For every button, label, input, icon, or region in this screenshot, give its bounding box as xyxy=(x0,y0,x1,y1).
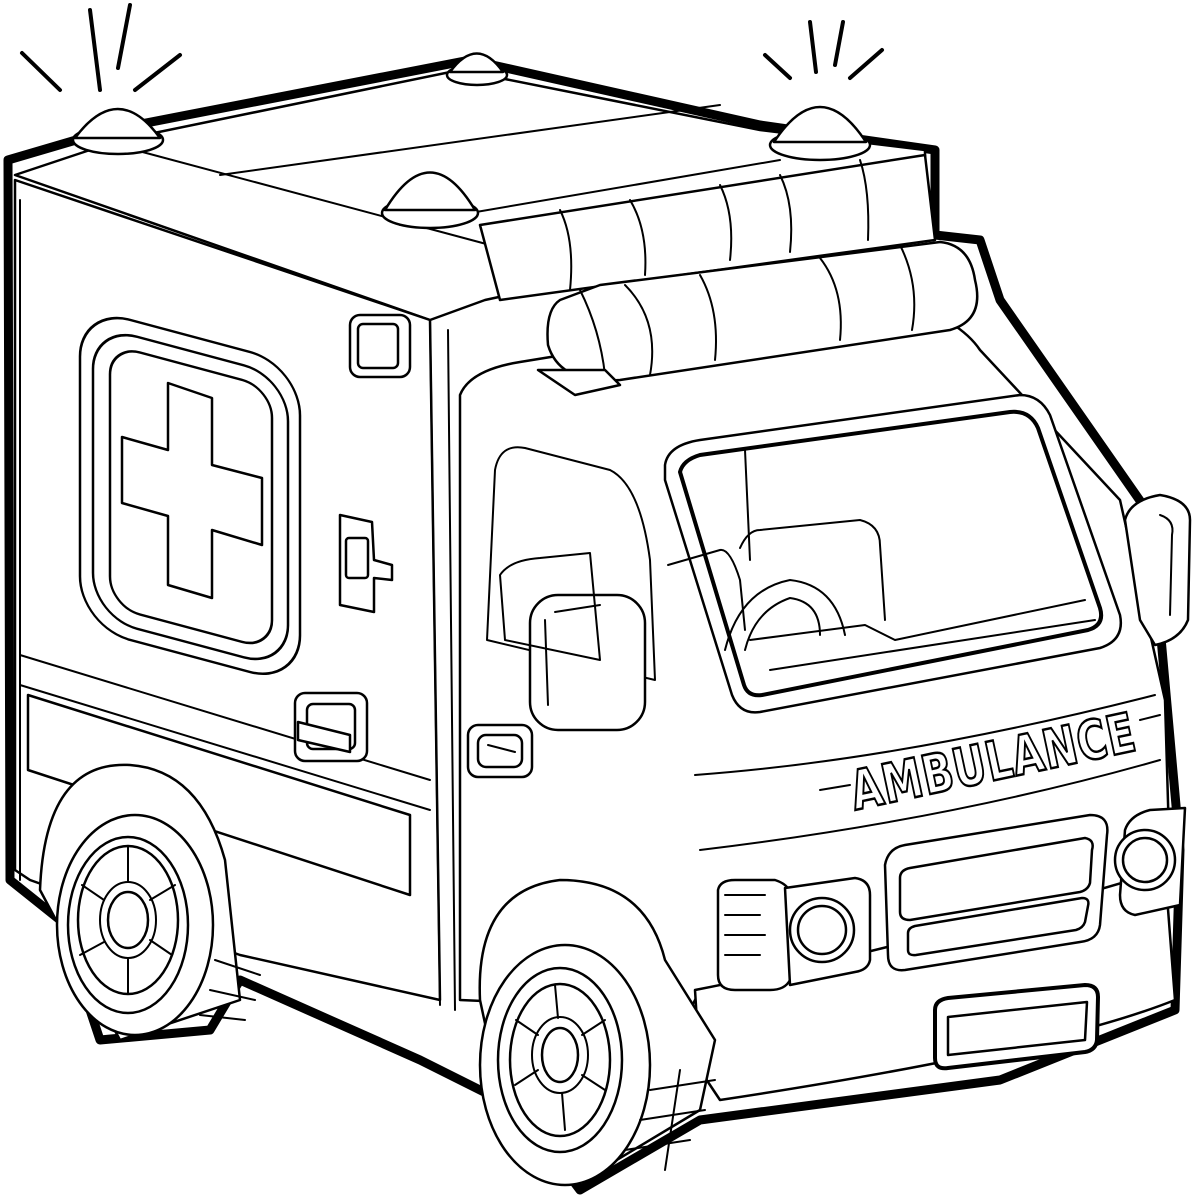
door-latch xyxy=(338,513,394,614)
cross-emblem xyxy=(78,316,302,676)
rear-door-handle xyxy=(293,691,369,763)
headlight-right xyxy=(1113,806,1187,917)
siren-light-right xyxy=(763,20,884,162)
front-grille xyxy=(883,813,1109,972)
roof-rail xyxy=(478,153,937,302)
side-mirror-right xyxy=(1123,493,1192,647)
windshield xyxy=(663,393,1123,714)
siren-light-front-left xyxy=(380,171,480,230)
front-wheel xyxy=(478,878,717,1187)
roof-light-bar xyxy=(536,240,979,397)
siren-light-roof-center xyxy=(445,52,509,87)
rear-wheel xyxy=(38,763,261,1042)
medical-cross-icon xyxy=(120,381,264,600)
siren-light-left xyxy=(20,3,182,156)
side-mirror-left xyxy=(528,593,647,732)
headlight-left xyxy=(716,876,872,992)
box-vent xyxy=(348,313,412,379)
cab-door-handle xyxy=(466,723,534,779)
license-plate xyxy=(933,983,1100,1071)
ambulance-cab xyxy=(458,240,1192,1012)
front-bumper-area xyxy=(693,806,1187,1102)
